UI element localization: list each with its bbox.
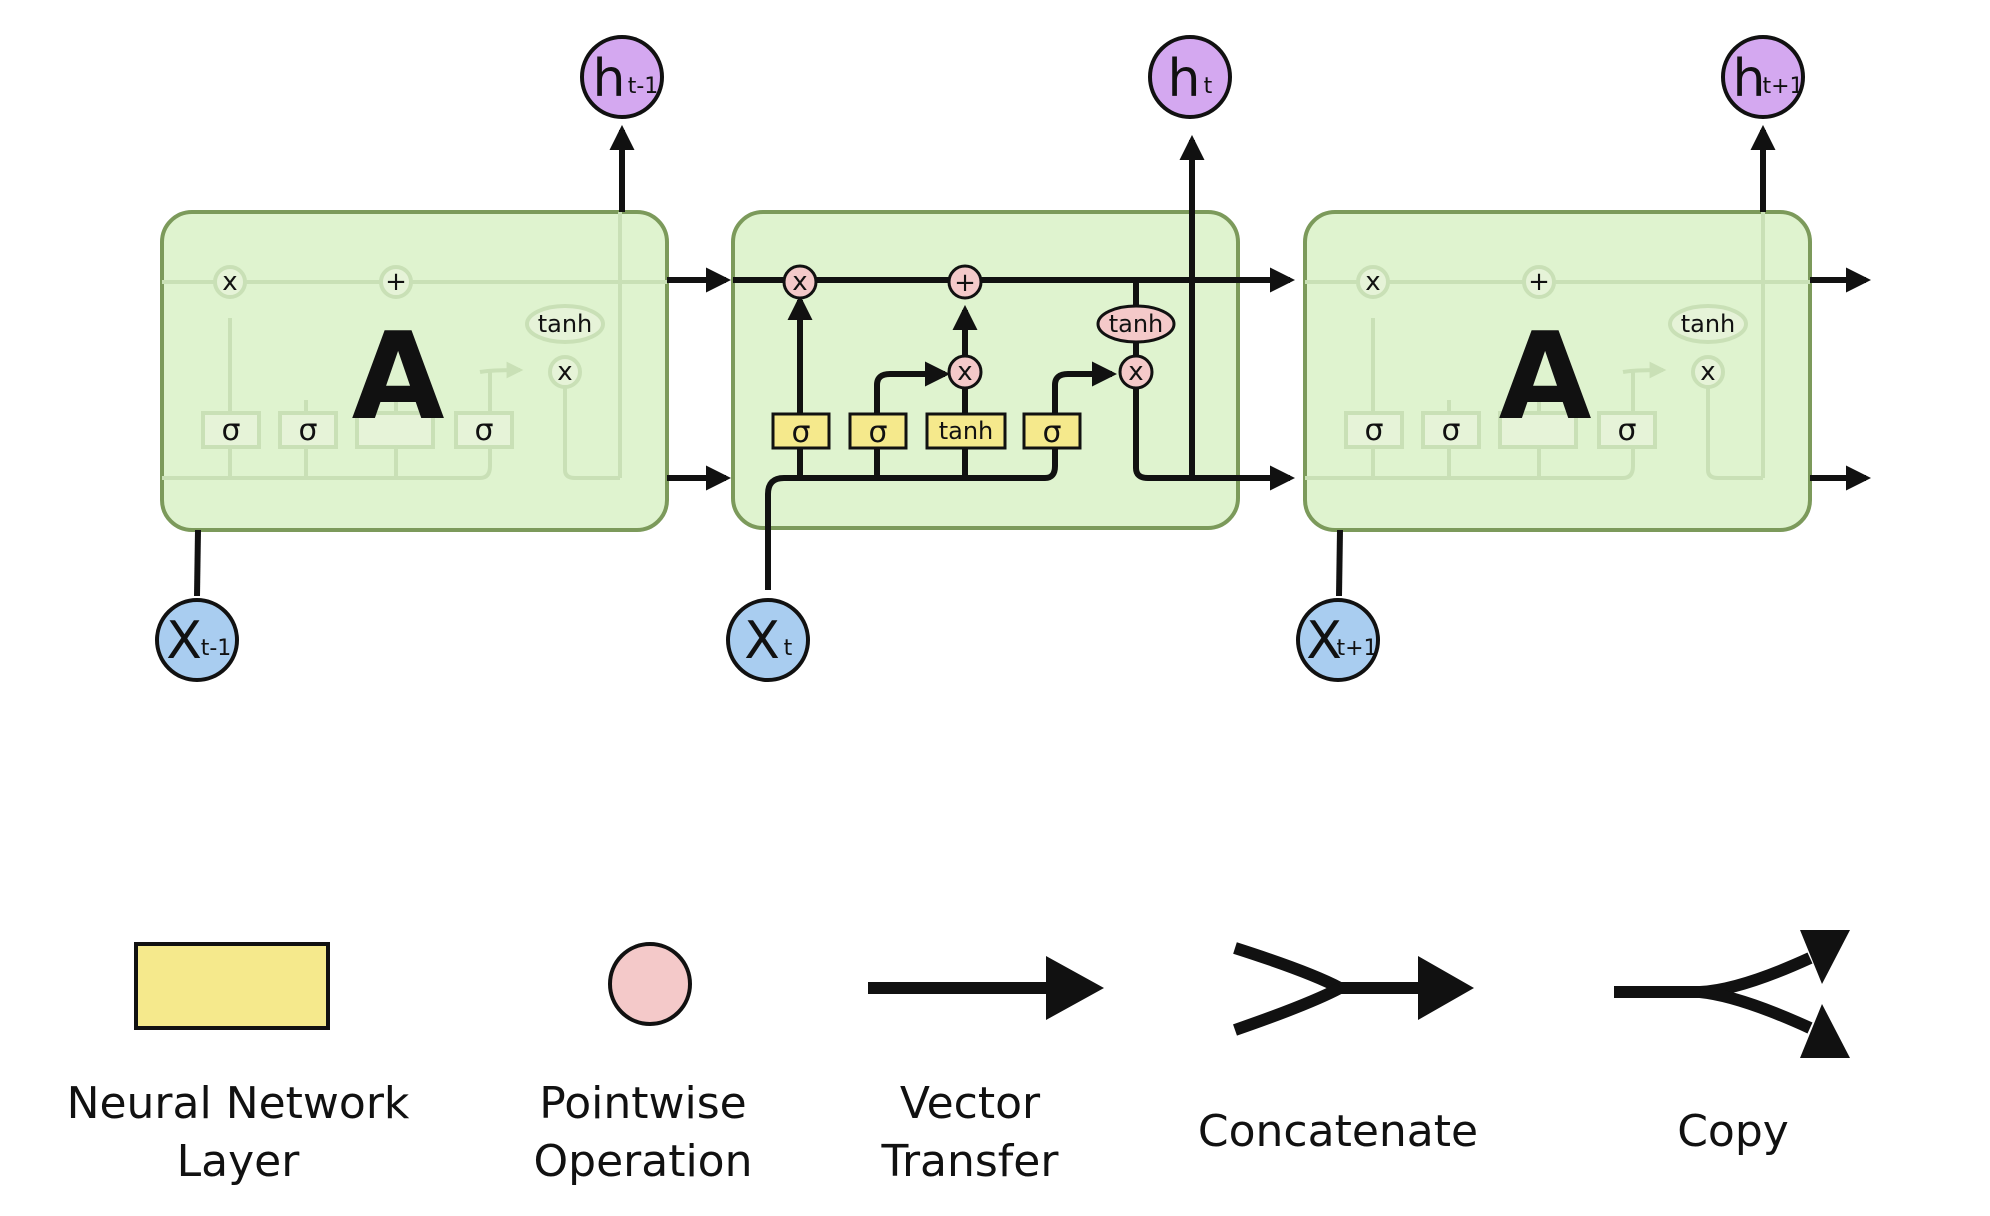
cell-lines: [733, 134, 1296, 590]
input-label: X: [744, 611, 780, 671]
input-node: [1296, 598, 1380, 682]
input-node: [726, 598, 810, 682]
legend-label-layer-1: Neural Network: [67, 1078, 410, 1129]
input-line: [194, 529, 201, 597]
candidate-layer: [925, 412, 1007, 450]
lstm-cell-right: σ σ σ tanh x + x A X t+1 h t+1: [1296, 35, 1872, 682]
output-gate-label: σ: [1042, 415, 1061, 450]
faded-internals: [162, 212, 667, 480]
faded-sigma-2: σ: [1441, 413, 1460, 448]
legend-label-vector-2: Transfer: [881, 1136, 1060, 1187]
legend-label-pointwise-2: Operation: [534, 1136, 753, 1187]
output-gate-layer: [1022, 412, 1082, 450]
input-label: X: [166, 611, 202, 671]
forget-gate-layer: [771, 412, 831, 450]
cell-box: [160, 210, 669, 532]
tanh-op: [1096, 304, 1176, 344]
concatenate-icon: [1233, 942, 1474, 1036]
add-op: [947, 264, 983, 300]
legend: Neural Network Layer Pointwise Operation…: [67, 930, 1850, 1187]
faded-sigma-2: σ: [298, 413, 317, 448]
forget-gate-label: σ: [791, 415, 810, 450]
vector-transfer-icon: [868, 956, 1104, 1020]
input-multiply-op: [947, 354, 983, 390]
pointwise-operation-icon: [608, 942, 692, 1026]
output-multiply-label: x: [1128, 357, 1143, 387]
faded-sigma-3: σ: [474, 413, 493, 448]
input-subscript: t+1: [1336, 636, 1377, 661]
faded-sigma-3: σ: [1617, 413, 1636, 448]
output-subscript: t+1: [1762, 74, 1803, 99]
legend-label-layer-2: Layer: [177, 1136, 301, 1187]
output-label: h: [1733, 49, 1766, 109]
output-node: [580, 35, 664, 119]
faded-op-x: x: [1365, 267, 1380, 297]
input-line: [1336, 529, 1343, 597]
forget-multiply-label: x: [792, 267, 807, 297]
cell-label: A: [1499, 308, 1592, 447]
output-node: [1148, 35, 1232, 119]
input-gate-layer: [848, 412, 908, 450]
legend-label-pointwise-1: Pointwise: [539, 1078, 746, 1129]
faded-internals: [1305, 212, 1810, 480]
output-node: [1721, 35, 1805, 119]
cell-label: A: [352, 308, 445, 447]
candidate-label: tanh: [939, 417, 994, 445]
legend-label-concatenate: Concatenate: [1198, 1106, 1478, 1157]
faded-tanh: tanh: [1681, 310, 1736, 338]
output-label: h: [593, 49, 626, 109]
copy-icon: [1614, 930, 1850, 1058]
neural-network-layer-icon: [134, 942, 330, 1030]
tanh-op-label: tanh: [1109, 310, 1164, 338]
output-subscript: t-1: [628, 74, 659, 99]
legend-label-copy: Copy: [1677, 1106, 1789, 1157]
input-node: [155, 598, 239, 682]
faded-op-x-2: x: [1700, 357, 1715, 387]
cell-box: [1303, 210, 1812, 532]
faded-op-plus: +: [385, 267, 407, 297]
lstm-cell-center: σ σ tanh σ x + x tanh x X t h t: [726, 35, 1296, 682]
faded-sigma-1: σ: [1364, 413, 1383, 448]
legend-label-vector-1: Vector: [900, 1078, 1041, 1129]
lstm-cell-left: σ σ σ tanh x + x A X t-1 h t-1: [155, 35, 669, 682]
output-label: h: [1168, 49, 1201, 109]
faded-sigma-1: σ: [221, 413, 240, 448]
faded-tanh: tanh: [538, 310, 593, 338]
output-multiply-op: [1118, 354, 1154, 390]
output-subscript: t: [1204, 74, 1213, 99]
faded-op-x-2: x: [557, 357, 572, 387]
faded-op-x: x: [222, 267, 237, 297]
input-multiply-label: x: [957, 357, 972, 387]
add-op-label: +: [954, 268, 976, 298]
input-subscript: t-1: [201, 636, 232, 661]
forget-multiply-op: [782, 264, 818, 300]
faded-op-plus: +: [1528, 267, 1550, 297]
input-subscript: t: [784, 636, 793, 661]
input-gate-label: σ: [868, 415, 887, 450]
input-label: X: [1306, 611, 1342, 671]
